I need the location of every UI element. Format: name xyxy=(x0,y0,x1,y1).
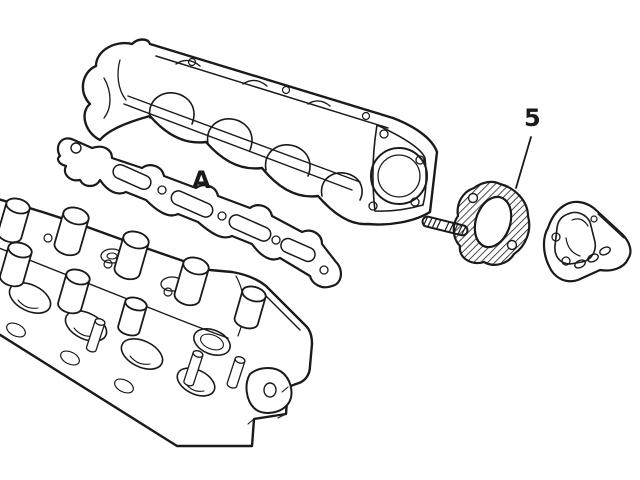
carb-flange-bore xyxy=(370,147,428,205)
valve-tappets xyxy=(0,197,267,337)
hatched-flange-gasket-drawing xyxy=(452,180,531,266)
head-port xyxy=(64,310,108,342)
end-port-ring xyxy=(193,327,231,357)
head-lug xyxy=(245,367,293,414)
end-cover-plate-drawing xyxy=(542,200,632,283)
head-port xyxy=(176,367,216,397)
carb-flange xyxy=(372,124,427,212)
callout-5-leader-line xyxy=(515,136,532,189)
callout-label-5: 5 xyxy=(524,104,541,132)
cylinder-head-drawing xyxy=(0,197,314,448)
head-port xyxy=(120,338,164,370)
head-studs xyxy=(85,318,246,389)
head-port xyxy=(8,282,52,314)
cover-plate-outline xyxy=(542,200,632,283)
gasket-5-ring xyxy=(452,180,531,266)
intake-manifold-drawing xyxy=(81,38,439,226)
manifold-gasket-drawing xyxy=(56,137,342,289)
callout-label-a: A xyxy=(192,166,211,194)
